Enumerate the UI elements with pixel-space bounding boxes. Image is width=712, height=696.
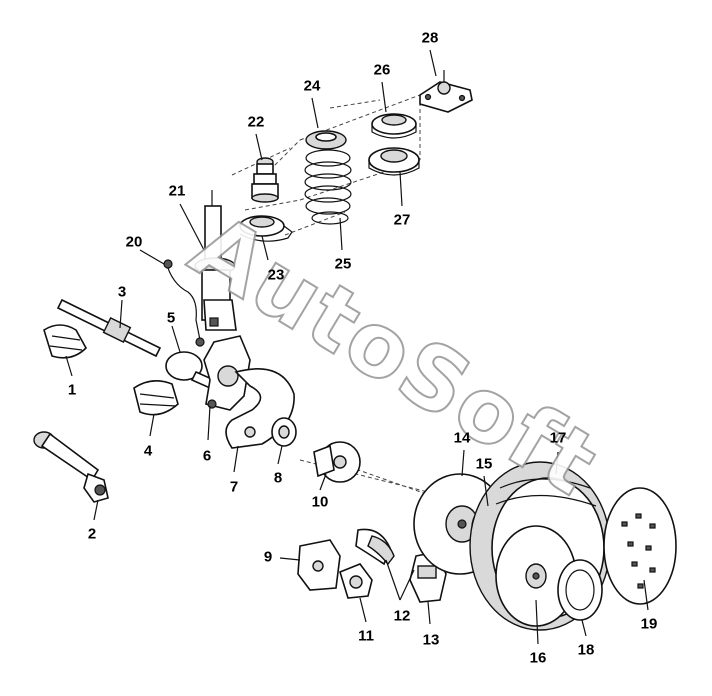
part-12-brake-pads[interactable]: [355, 528, 395, 566]
part-8-bearing[interactable]: [271, 417, 297, 447]
part-20-brake-hose[interactable]: [163, 259, 205, 347]
label-28[interactable]: 28: [421, 29, 439, 47]
label-27[interactable]: 27: [393, 211, 411, 229]
label-6[interactable]: 6: [202, 447, 212, 465]
label-13[interactable]: 13: [422, 631, 440, 649]
part-5-cv-joint[interactable]: [165, 351, 216, 390]
part-9-caliper-bracket[interactable]: [297, 539, 341, 591]
part-10-hub[interactable]: [313, 441, 361, 483]
part-22-bump-stop[interactable]: [251, 157, 279, 203]
label-23[interactable]: 23: [267, 266, 285, 284]
part-27-spring-seat[interactable]: [368, 147, 420, 176]
part-4-boot[interactable]: [133, 380, 179, 416]
label-20[interactable]: 20: [125, 233, 143, 251]
part-6-knuckle[interactable]: [203, 335, 251, 411]
label-7[interactable]: 7: [229, 478, 239, 496]
part-23-lower-seat[interactable]: [239, 215, 293, 242]
part-26-bearing[interactable]: [371, 113, 417, 139]
label-11[interactable]: 11: [358, 627, 374, 645]
part-2-control-arm[interactable]: [33, 431, 109, 503]
label-8[interactable]: 8: [273, 469, 283, 487]
label-5[interactable]: 5: [166, 309, 176, 327]
label-22[interactable]: 22: [247, 113, 265, 131]
part-18-hub-cap[interactable]: [557, 559, 603, 621]
label-14[interactable]: 14: [453, 429, 471, 447]
label-12[interactable]: 12: [393, 607, 411, 625]
part-1-cv-boot[interactable]: [43, 324, 87, 359]
label-19[interactable]: 19: [640, 615, 658, 633]
leader-lines: [65, 49, 649, 645]
label-21[interactable]: 21: [168, 182, 186, 200]
label-1[interactable]: 1: [67, 381, 77, 399]
part-24-insulator[interactable]: [305, 130, 347, 150]
label-18[interactable]: 18: [577, 641, 595, 659]
part-21-shock-strut[interactable]: [194, 190, 237, 331]
part-19-wheel-cover[interactable]: [603, 487, 677, 605]
label-15[interactable]: 15: [475, 455, 493, 473]
part-28-strut-mount[interactable]: [419, 70, 473, 113]
label-10[interactable]: 10: [311, 493, 329, 511]
label-17[interactable]: 17: [549, 429, 567, 447]
label-4[interactable]: 4: [143, 442, 153, 460]
part-11-caliper[interactable]: [339, 563, 373, 599]
label-16[interactable]: 16: [529, 649, 547, 667]
label-9[interactable]: 9: [263, 548, 273, 566]
label-26[interactable]: 26: [373, 61, 391, 79]
label-3[interactable]: 3: [117, 283, 127, 301]
label-24[interactable]: 24: [303, 77, 321, 95]
label-2[interactable]: 2: [87, 525, 97, 543]
label-25[interactable]: 25: [334, 255, 352, 273]
part-25-coil-spring[interactable]: [304, 149, 352, 225]
part-16-wheel-rim[interactable]: [495, 525, 577, 627]
